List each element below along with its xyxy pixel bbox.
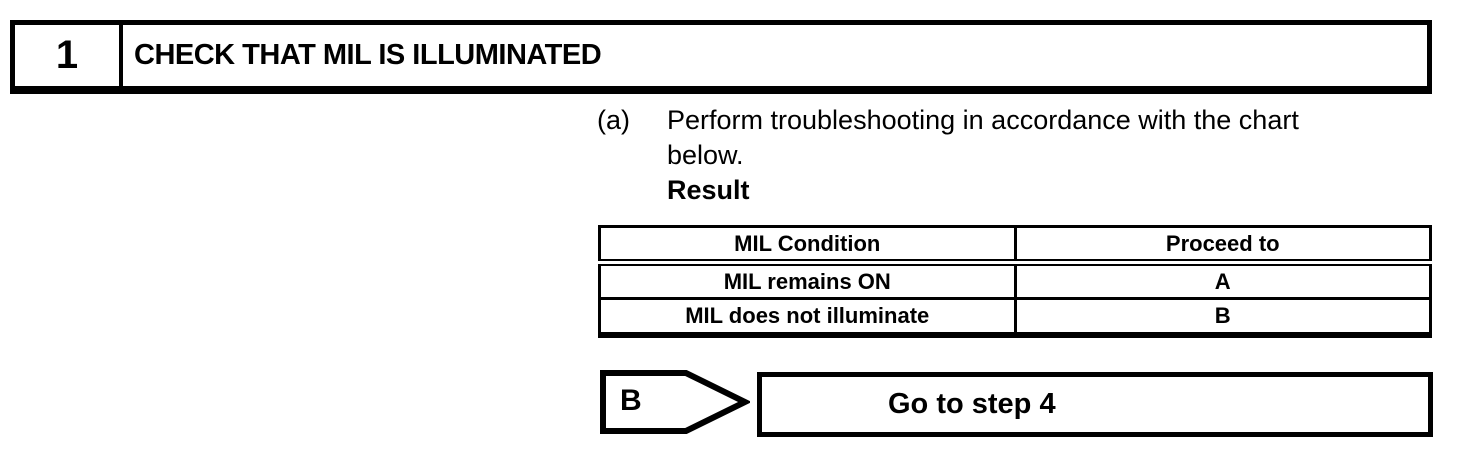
result-label: Result: [667, 175, 750, 205]
goto-action-text: Go to step 4: [888, 388, 1056, 420]
instruction-text: Perform troubleshooting in accordance wi…: [667, 103, 1299, 208]
goto-action-box: Go to step 4: [757, 372, 1433, 437]
instruction-label: (a): [597, 105, 630, 135]
table-row: MIL does not illuminate B: [598, 297, 1432, 338]
proceed-cell: A: [1013, 261, 1432, 300]
table-row: MIL remains ON A: [598, 261, 1432, 300]
proceed-cell: B: [1013, 297, 1432, 338]
step-number: 1: [15, 25, 123, 86]
branch-label: B: [620, 384, 642, 417]
col-header-mil-condition: MIL Condition: [598, 225, 1017, 266]
step-header: 1 CHECK THAT MIL IS ILLUMINATED: [10, 20, 1432, 94]
instruction-line-2: below.: [667, 140, 744, 170]
instruction-line-1: Perform troubleshooting in accordance wi…: [667, 105, 1299, 135]
branch-marker: B: [600, 370, 750, 434]
result-table: MIL Condition Proceed to MIL remains ON …: [598, 225, 1432, 338]
step-title: CHECK THAT MIL IS ILLUMINATED: [134, 39, 602, 71]
condition-cell: MIL remains ON: [598, 261, 1017, 300]
condition-cell: MIL does not illuminate: [598, 297, 1017, 338]
table-header-row: MIL Condition Proceed to: [598, 225, 1432, 266]
instruction-item: (a) Perform troubleshooting in accordanc…: [597, 103, 1299, 208]
branch-arrow-icon: [600, 370, 750, 434]
col-header-proceed-to: Proceed to: [1013, 225, 1432, 266]
